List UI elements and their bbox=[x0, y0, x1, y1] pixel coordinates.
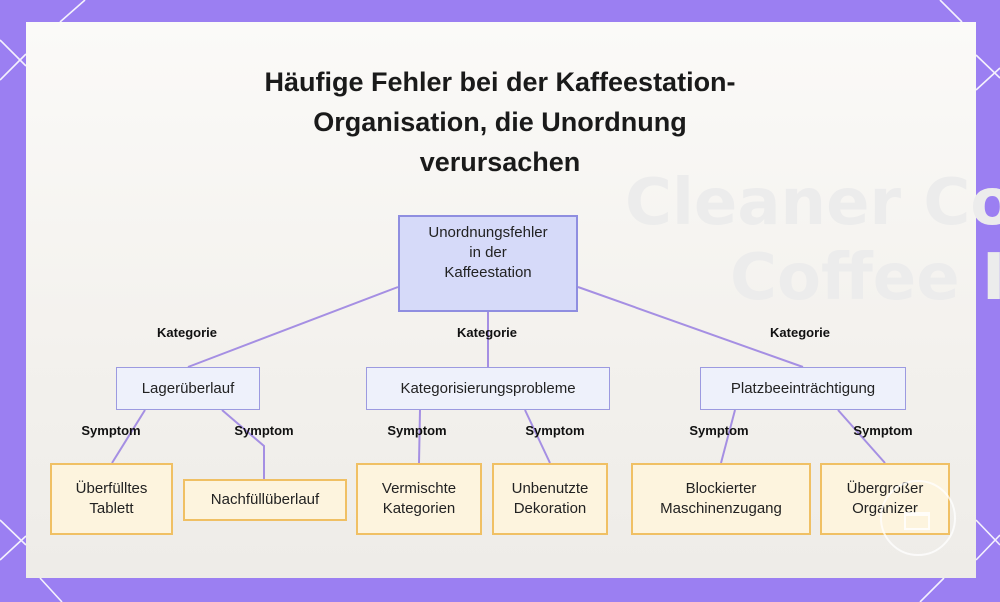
edge-label-category: Kategorie bbox=[157, 325, 217, 340]
connector-lageruberlauf-uberfulltes-tablett bbox=[111, 409, 146, 464]
edge-label-symptom: Symptom bbox=[234, 423, 294, 438]
connector-platzbeeintrachtigung-ubergrosser-organizer bbox=[837, 409, 886, 464]
edge-label-symptom: Symptom bbox=[689, 423, 749, 438]
symptom-node-vermischte-kategorien: Vermischte Kategorien bbox=[356, 463, 482, 535]
root-node: Unordnungsfehler in der Kaffeestation bbox=[398, 215, 578, 312]
connector-lageruberlauf-nachfulluberlauf bbox=[221, 409, 265, 479]
watermark-logo bbox=[880, 480, 956, 556]
background-text-2: Coffee I bbox=[730, 241, 1000, 315]
category-node-platzbeeintrachtigung: Platzbeeinträchtigung bbox=[700, 367, 906, 410]
edge-label-symptom: Symptom bbox=[81, 423, 141, 438]
edge-label-symptom: Symptom bbox=[853, 423, 913, 438]
edge-label-category: Kategorie bbox=[457, 325, 517, 340]
symptom-node-unbenutzte-dekoration: Unbenutzte Dekoration bbox=[492, 463, 608, 535]
category-node-kategorisierungsprobleme: Kategorisierungsprobleme bbox=[366, 367, 610, 410]
symptom-node-blockierter-maschinenzugang: Blockierter Maschinenzugang bbox=[631, 463, 811, 535]
background-text-1: Cleaner Co bbox=[625, 166, 1000, 240]
symptom-node-nachfulluberlauf: Nachfüllüberlauf bbox=[183, 479, 347, 521]
diagram-title: Häufige Fehler bei der Kaffeestation-Org… bbox=[264, 67, 736, 177]
symptom-node-uberfulltes-tablett: Überfülltes Tablett bbox=[50, 463, 173, 535]
category-node-lageruberlauf: Lagerüberlauf bbox=[116, 367, 260, 410]
connector-root-lageruberlauf bbox=[187, 286, 399, 368]
edge-label-category: Kategorie bbox=[770, 325, 830, 340]
edge-label-symptom: Symptom bbox=[525, 423, 585, 438]
edge-label-symptom: Symptom bbox=[387, 423, 447, 438]
connector-kategorisierungsprobleme-unbenutzte-dekoration bbox=[524, 409, 551, 464]
connector-root-platzbeeintrachtigung bbox=[577, 286, 804, 368]
connector-platzbeeintrachtigung-blockierter-maschinenzugang bbox=[720, 409, 736, 464]
connector-kategorisierungsprobleme-vermischte-kategorien bbox=[418, 409, 421, 464]
